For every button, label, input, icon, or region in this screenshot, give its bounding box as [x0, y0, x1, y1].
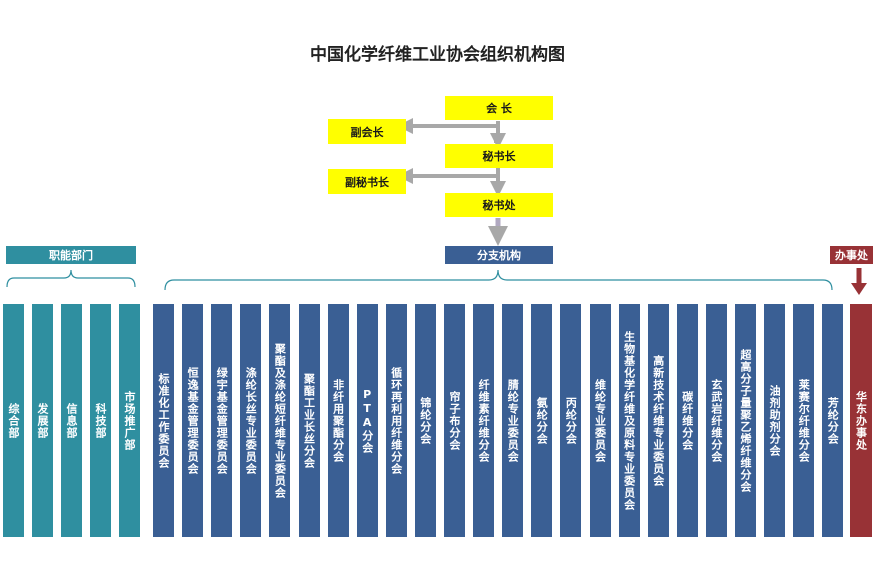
- branch-organization-1: 恒逸基金管理委员会: [182, 304, 204, 537]
- branch-organization-label: 锦纶分会: [418, 396, 432, 445]
- branch-organization-15: 维纶专业委员会: [589, 304, 611, 537]
- functional-department-4: 市场推广部: [119, 304, 140, 537]
- branch-organization-label: 聚酯及涤纶短纤维专业委员会: [273, 342, 287, 499]
- functional-department-1: 发展部: [32, 304, 53, 537]
- branch-organization-label: 超高分子量聚乙烯纤维分会: [739, 348, 752, 493]
- branch-organization-label: 丙纶分会: [564, 396, 578, 445]
- branch-organization-16: 生物基化学纤维及原料专业委员会: [618, 304, 640, 537]
- branch-organizations-header: 分支机构: [445, 246, 553, 264]
- branch-organization-label: 帘子布分会: [448, 390, 461, 451]
- branch-organization-23: 芳纶分会: [822, 304, 844, 537]
- branch-organization-20: 超高分子量聚乙烯纤维分会: [735, 304, 756, 537]
- branch-organization-label: PTA分会: [360, 387, 374, 454]
- branch-organization-label: 绿宇基金管理委员会: [215, 366, 229, 475]
- branch-organization-label: 纤维素纤维分会: [477, 378, 491, 463]
- deputy-secretary-general-box: 副秘书长: [328, 169, 406, 194]
- branch-organization-label: 芳纶分会: [826, 396, 840, 445]
- branch-organization-14: 丙纶分会: [560, 304, 582, 537]
- office-arrow-head: [851, 283, 867, 295]
- branch-organization-17: 高新技术纤维专业委员会: [647, 304, 669, 537]
- branch-organization-label: 聚酯工业长丝分会: [302, 372, 316, 469]
- branch-organization-13: 氨纶分会: [531, 304, 553, 537]
- branch-organization-21: 油剂助剂分会: [764, 304, 786, 537]
- branch-organization-label: 莱赛尔纤维分会: [797, 378, 811, 463]
- branch-organization-label: 标准化工作委员会: [157, 372, 170, 469]
- branch-organization-label: 维纶专业委员会: [593, 378, 607, 463]
- branch-organization-label: 恒逸基金管理委员会: [186, 366, 200, 475]
- functional-department-label: 综合部: [7, 402, 20, 439]
- branch-organization-8: 循环再利用纤维分会: [385, 304, 407, 537]
- branch-organization-11: 纤维素纤维分会: [473, 304, 495, 537]
- branch-organization-label: 高新技术纤维专业委员会: [651, 354, 665, 487]
- office-0: 华东办事处: [850, 304, 872, 537]
- branch-organization-5: 聚酯工业长丝分会: [298, 304, 320, 537]
- branch-organization-6: 非纤用聚酯分会: [327, 304, 349, 537]
- secretary-general-box: 秘书长: [445, 144, 553, 168]
- branch-organization-3: 涤纶长丝专业委员会: [240, 304, 262, 537]
- branch-organization-label: 非纤用聚酯分会: [331, 378, 345, 463]
- secretariat-box: 秘书处: [445, 193, 553, 217]
- functional-department-label: 市场推广部: [123, 390, 136, 451]
- chart-title: 中国化学纤维工业协会组织机构图: [310, 45, 565, 65]
- vice-president-box: 副会长: [328, 119, 406, 144]
- branch-organization-label: 生物基化学纤维及原料专业委员会: [622, 330, 636, 511]
- functional-department-label: 信息部: [65, 402, 78, 439]
- branch-organization-0: 标准化工作委员会: [153, 304, 174, 537]
- functional-brace: [6, 269, 136, 288]
- functional-department-0: 综合部: [3, 304, 24, 537]
- branch-organization-7: PTA分会: [356, 304, 378, 537]
- functional-department-label: 发展部: [36, 402, 49, 439]
- functional-departments-header: 职能部门: [6, 246, 136, 264]
- branches-brace: [164, 269, 833, 291]
- functional-department-label: 科技部: [94, 402, 107, 439]
- branch-organization-label: 碳纤维分会: [680, 390, 694, 451]
- branch-organization-label: 循环再利用纤维分会: [389, 366, 403, 475]
- branch-organization-label: 玄武岩纤维分会: [709, 378, 723, 463]
- president-box: 会 长: [445, 96, 553, 120]
- offices-header: 办事处: [830, 246, 873, 264]
- branch-organization-label: 涤纶长丝专业委员会: [244, 366, 258, 475]
- branch-organization-label: 腈纶专业委员会: [506, 378, 520, 463]
- branch-organization-9: 锦纶分会: [414, 304, 436, 537]
- office-label: 华东办事处: [854, 390, 868, 451]
- branch-organization-18: 碳纤维分会: [676, 304, 698, 537]
- functional-department-3: 科技部: [90, 304, 111, 537]
- branch-organization-label: 油剂助剂分会: [768, 384, 782, 457]
- branch-organization-10: 帘子布分会: [444, 304, 465, 537]
- functional-department-2: 信息部: [61, 304, 82, 537]
- branch-organization-19: 玄武岩纤维分会: [705, 304, 727, 537]
- branch-organization-2: 绿宇基金管理委员会: [211, 304, 233, 537]
- branch-organization-label: 氨纶分会: [535, 396, 549, 445]
- branch-organization-4: 聚酯及涤纶短纤维专业委员会: [269, 304, 291, 537]
- branch-organization-12: 腈纶专业委员会: [502, 304, 524, 537]
- branch-organization-22: 莱赛尔纤维分会: [793, 304, 815, 537]
